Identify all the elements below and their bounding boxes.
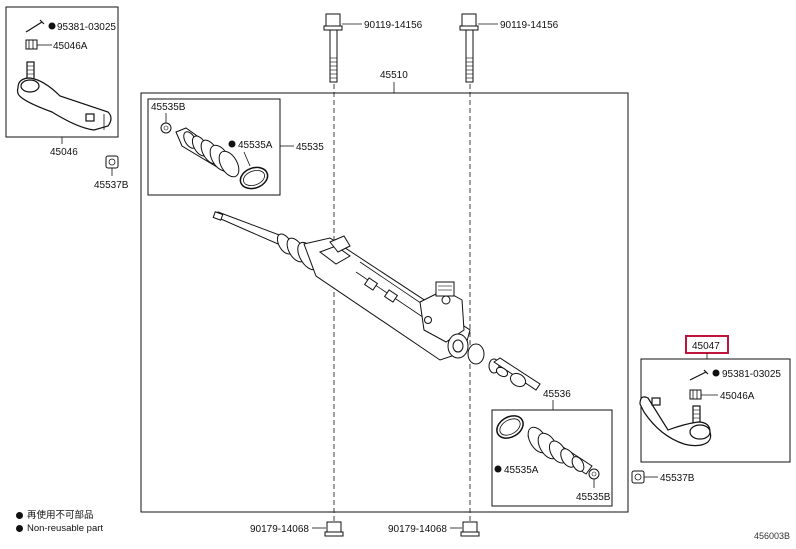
part-label-boot-kit-right[interactable]: 45536 [543, 389, 571, 400]
diagram-code: 456003B [753, 531, 790, 541]
part-label-bolt-top-right[interactable]: 90119-14156 [500, 20, 559, 31]
part-label-nut-bottom-right[interactable]: 90179-14068 [388, 524, 447, 535]
cotter-pin-right-icon [689, 369, 709, 381]
castle-nut-left-icon [25, 39, 38, 50]
boot-clip-left-icon [160, 122, 172, 134]
tie-rod-end-right-box [640, 358, 791, 463]
part-label-boot-clip-right[interactable]: 45535B [576, 492, 611, 503]
nut-bottom-left-icon [324, 521, 344, 537]
part-label-rack-assembly[interactable]: 45510 [380, 70, 408, 81]
steering-rack-icon [212, 211, 541, 391]
legend-not-reusable-jp: 再使用不可部品 [16, 507, 94, 521]
part-label-boot-kit-left[interactable]: 45535 [296, 142, 324, 153]
part-label-nut-left[interactable]: 45046A [53, 41, 88, 52]
part-label-grease-cap-left[interactable]: 45537B [94, 180, 129, 191]
part-label-nut-bottom-left[interactable]: 90179-14068 [250, 524, 309, 535]
part-label-boot-clip-left[interactable]: 45535B [151, 102, 186, 113]
legend-not-reusable-en: Non-reusable part [16, 523, 103, 534]
non-reusable-dot-icon [494, 465, 502, 473]
part-label-boot-clamp-left[interactable]: 45535A [238, 140, 273, 151]
part-label-grease-cap-right[interactable]: 45537B [660, 473, 695, 484]
part-label-boot-clamp-right[interactable]: 45535A [504, 465, 539, 476]
part-label-cotter-pin-left[interactable]: 95381-03025 [57, 22, 116, 33]
non-reusable-dot-icon [16, 524, 23, 532]
boot-clamp-right-icon [496, 415, 524, 439]
cotter-pin-left-icon [25, 19, 45, 33]
bolt-top-right-icon [459, 13, 479, 83]
legend-text-en: Non-reusable part [27, 523, 104, 534]
non-reusable-dot-icon [712, 369, 720, 377]
nut-bottom-right-icon [460, 521, 480, 537]
boot-kit-left-box [147, 98, 281, 196]
non-reusable-dot-icon [16, 511, 23, 519]
bolt-top-left-icon [323, 13, 343, 83]
boot-clamp-left-icon [239, 166, 269, 190]
part-label-tie-rod-end-left[interactable]: 45046 [50, 147, 78, 158]
castle-nut-right-icon [689, 389, 702, 400]
tie-rod-end-left-icon [16, 61, 112, 131]
legend-text-jp: 再使用不可部品 [27, 510, 94, 521]
grease-cap-right-icon [631, 470, 645, 484]
boot-bellows-left-icon [175, 127, 240, 178]
boot-clip-right-icon [588, 468, 600, 480]
non-reusable-dot-icon [228, 140, 236, 148]
boot-kit-right-box [491, 409, 613, 507]
part-label-cotter-pin-right[interactable]: 95381-03025 [722, 369, 781, 380]
part-label-tie-rod-end-right[interactable]: 45047 [692, 341, 720, 352]
rack-assembly-box [140, 92, 629, 513]
boot-bellows-right-icon [527, 426, 593, 475]
tie-rod-end-right-icon [639, 396, 712, 447]
non-reusable-dot-icon [48, 22, 56, 30]
part-label-bolt-top-left[interactable]: 90119-14156 [364, 20, 423, 31]
part-label-nut-right[interactable]: 45046A [720, 391, 755, 402]
grease-cap-left-icon [105, 155, 119, 169]
